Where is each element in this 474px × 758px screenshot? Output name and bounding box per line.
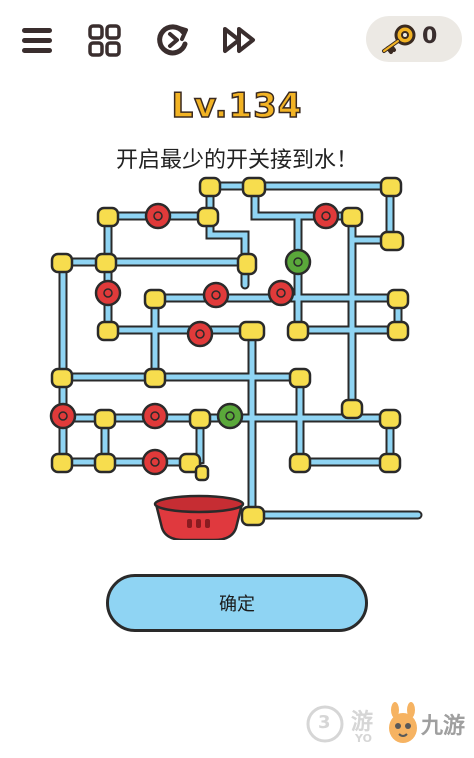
pipe-joint [379,176,403,198]
pipe-joint [286,320,310,342]
pipe-joint [288,452,312,474]
valve-closed-8[interactable] [141,402,169,430]
pipe-joint [196,206,220,228]
pipe-joint [288,367,312,389]
pipe-joint [50,452,74,474]
pipe-joint [178,452,202,474]
pipe-joint [379,230,405,252]
pipe-joint [198,176,222,198]
pipe-joint [188,408,212,430]
valve-closed-6[interactable] [186,320,214,348]
water-basin [153,494,245,540]
confirm-button[interactable]: 确定 [106,574,368,632]
watermark-text-a: 游 [351,710,374,735]
top-toolbar: 0 [0,0,474,80]
menu-icon[interactable] [18,20,58,60]
pipe-joint [340,398,364,420]
watermark-logo-icon [306,705,344,743]
key-icon [382,24,416,54]
valve-open-2[interactable] [216,402,244,430]
pipe-joint [94,252,118,274]
pipe-joint [386,288,410,310]
pipe-joint [236,252,258,276]
pipe-joint [96,320,120,342]
pipe-joint [143,367,167,389]
skip-icon[interactable] [220,20,260,60]
valve-closed-7[interactable] [49,402,77,430]
pipe-joint [143,288,167,310]
pipe-board [49,176,423,540]
pipe-joint [378,452,402,474]
valve-closed-1[interactable] [144,202,172,230]
watermark-text-b: YO [355,732,372,745]
question-text: 开启最少的开关接到水！ [115,148,358,173]
pipe-joint [93,452,117,474]
valve-open-1[interactable] [284,248,312,276]
valve-closed-9[interactable] [141,448,169,476]
pipe-joint [238,320,266,342]
pipe-joint [240,505,266,527]
valve-closed-3[interactable] [94,279,122,307]
pipe-joint [96,206,120,228]
valve-closed-2[interactable] [312,202,340,230]
watermark-digit: 3 [318,712,331,733]
mascot-icon [389,702,417,743]
watermark: 3 游 YO 九游 [305,696,470,752]
key-counter[interactable]: 0 [366,16,462,62]
pipe-joints [50,176,410,527]
pipe-joint [386,320,410,342]
key-count: 0 [422,24,438,49]
pipe-joint [241,176,267,198]
valve-closed-4[interactable] [202,281,230,309]
restart-icon[interactable] [152,20,192,60]
water-outlet [194,464,210,482]
watermark-text-c: 九游 [421,714,466,739]
grid-icon[interactable] [86,20,126,60]
pipe-joint [50,252,74,274]
valve-closed-5[interactable] [267,279,295,307]
pipe-joint [378,408,402,430]
pipe-joint [93,408,117,430]
level-title: Lv.134 [171,85,303,127]
pipe-joint [340,206,364,228]
pipe-joint [50,367,74,389]
valves [49,202,340,476]
